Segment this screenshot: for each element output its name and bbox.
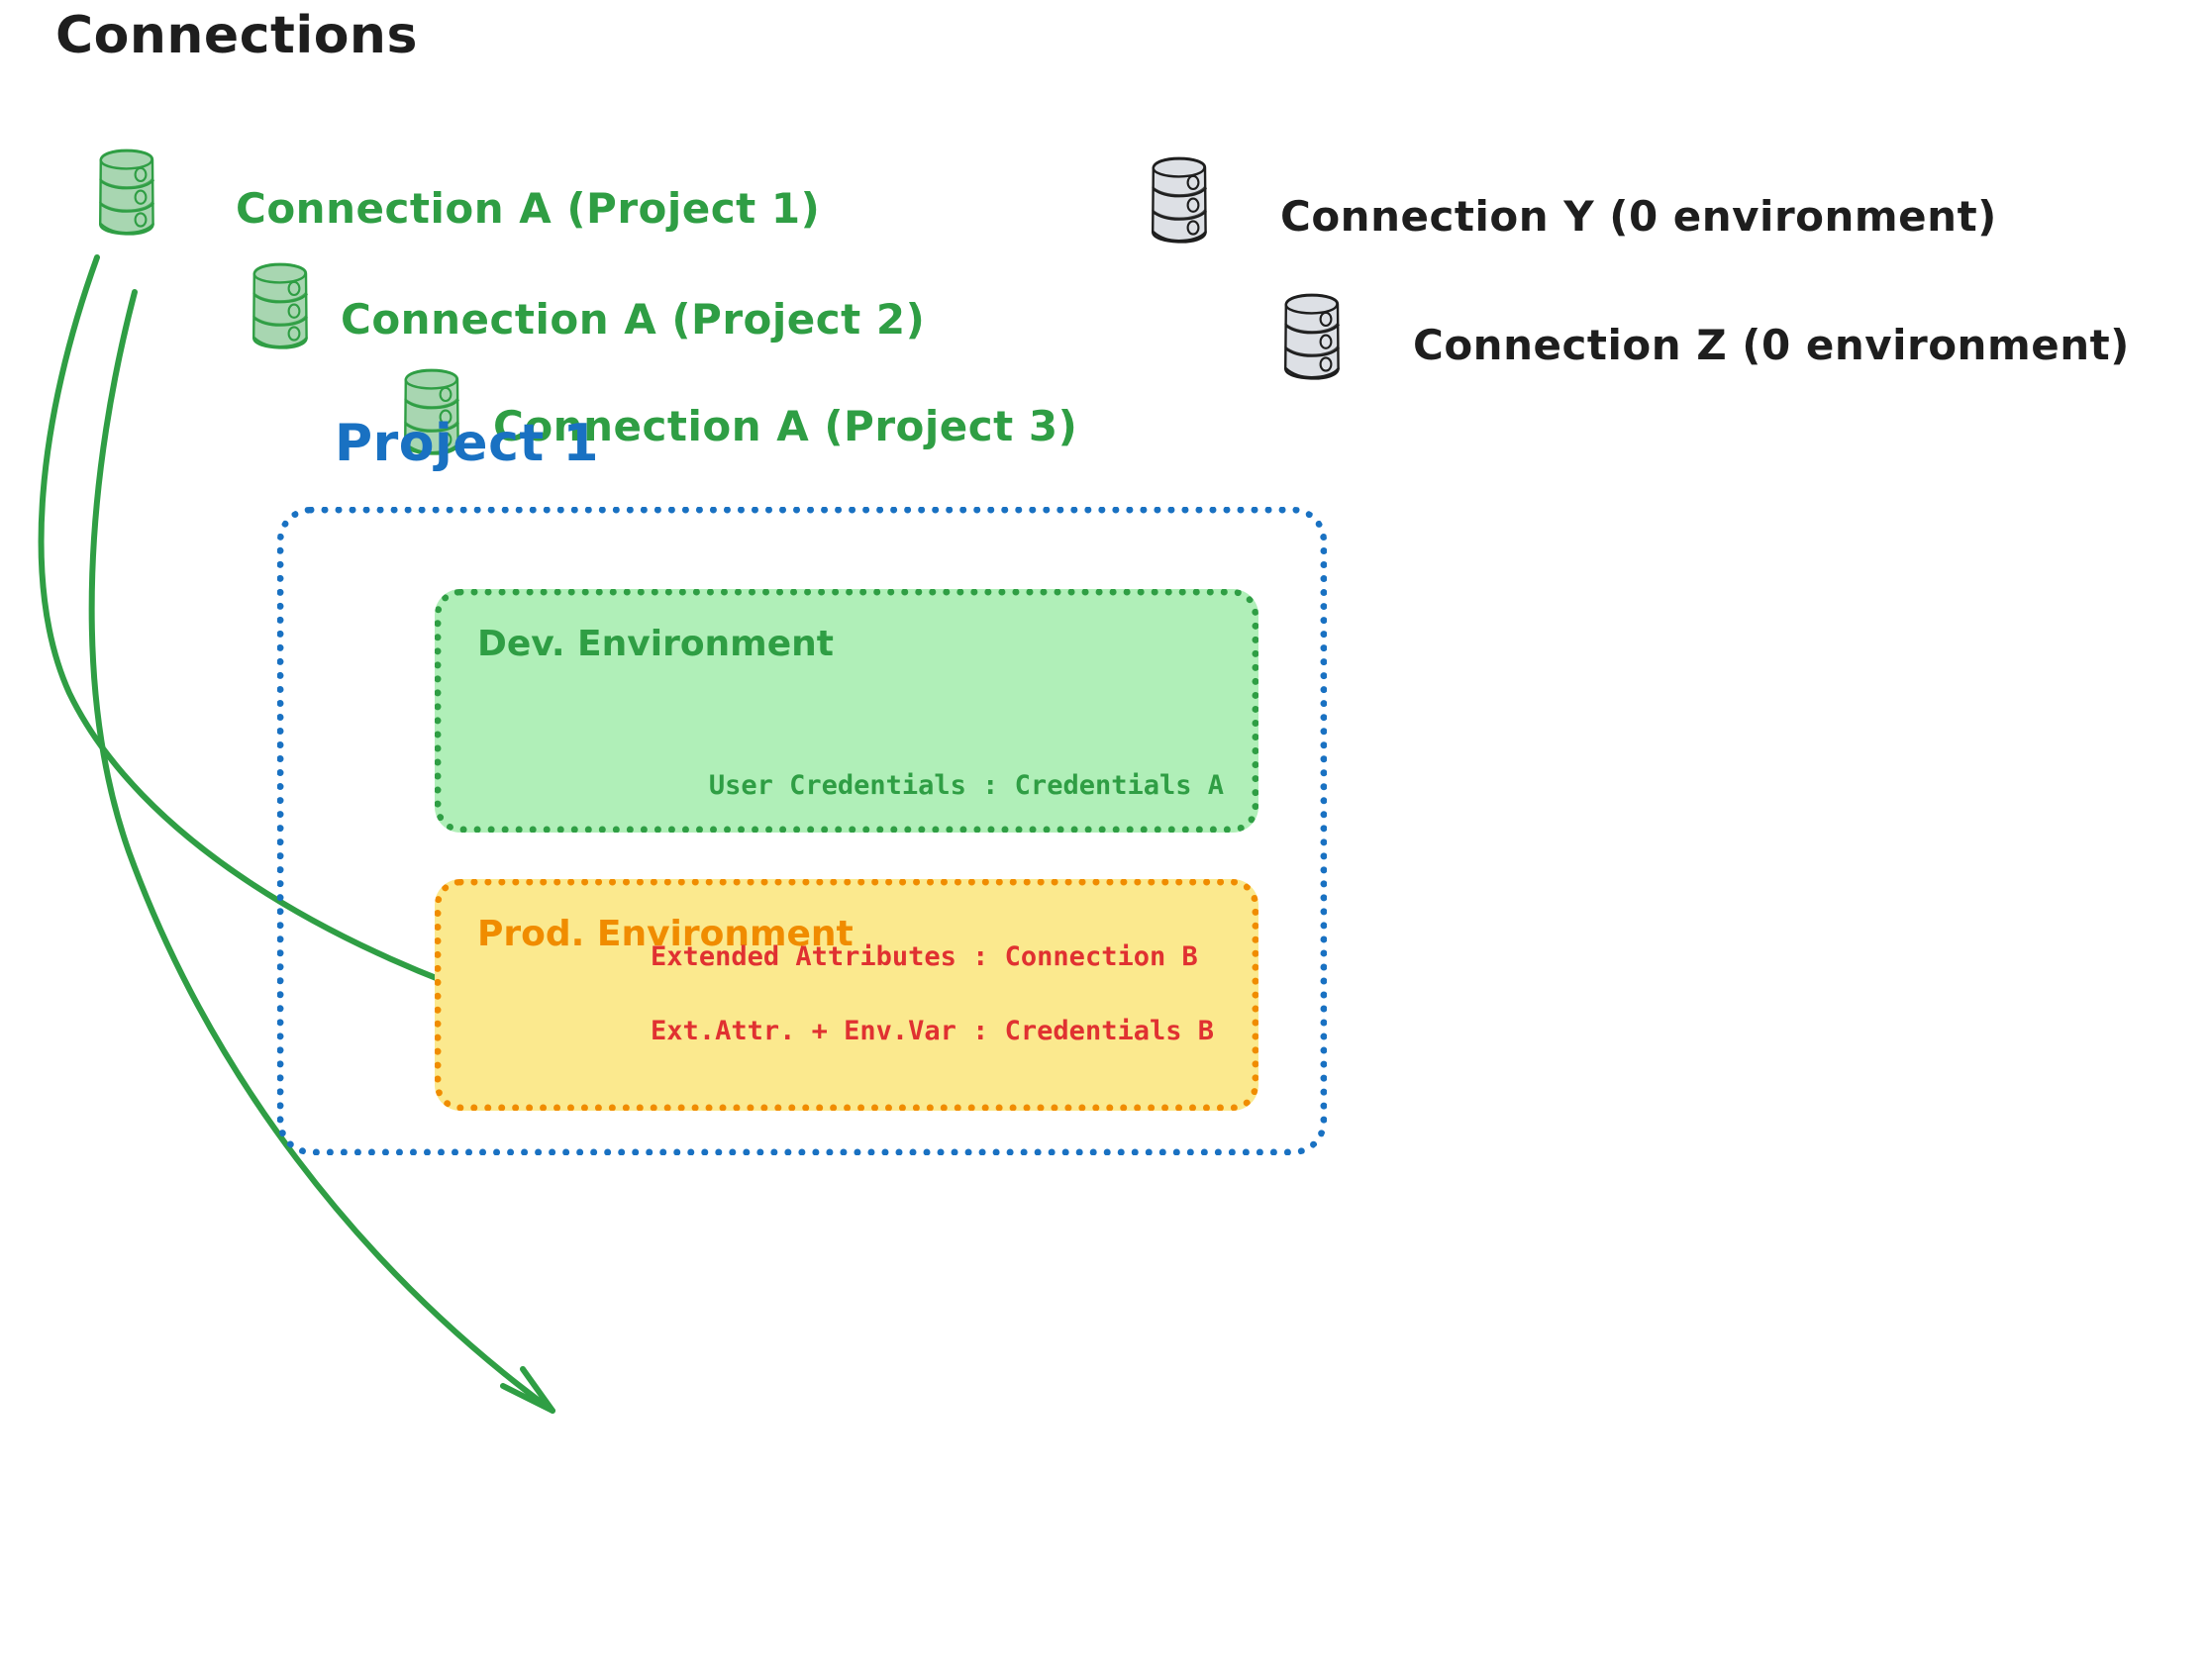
database-icon-conn-a-p2 <box>252 262 308 349</box>
environment-body-dev: User Credentials : Credentials A <box>708 769 1224 801</box>
environment-body-prod-line-1: Extended Attributes : Connection B <box>651 941 1198 972</box>
environment-body-prod: Extended Attributes : Connection B Ext.A… <box>522 902 1214 1086</box>
connection-label-conn-a-p2: Connection A (Project 2) <box>341 295 926 344</box>
environment-title-dev: Dev. Environment <box>477 624 834 664</box>
database-icon-conn-y <box>1151 155 1207 244</box>
connection-label-conn-z: Connection Z (0 environment) <box>1413 321 2130 369</box>
connection-label-conn-y: Connection Y (0 environment) <box>1280 192 1997 241</box>
project-title: Project 1 <box>335 414 600 473</box>
project-container: Dev. Environment User Credentials : Cred… <box>277 507 1327 1155</box>
connection-label-conn-a-p1: Connection A (Project 1) <box>236 184 821 233</box>
database-icon-conn-a-p1 <box>98 148 154 236</box>
environment-box-prod: Prod. Environment Extended Attributes : … <box>435 879 1258 1111</box>
environment-title-prod: Prod. Environment <box>477 914 854 954</box>
environment-body-prod-line-2: Ext.Attr. + Env.Var : Credentials B <box>651 1015 1214 1046</box>
database-icon-conn-z <box>1283 293 1340 380</box>
page-title: Connections <box>55 6 418 65</box>
connection-label-conn-a-p3: Connection A (Project 3) <box>493 402 1078 450</box>
environment-box-dev: Dev. Environment User Credentials : Cred… <box>435 589 1258 833</box>
